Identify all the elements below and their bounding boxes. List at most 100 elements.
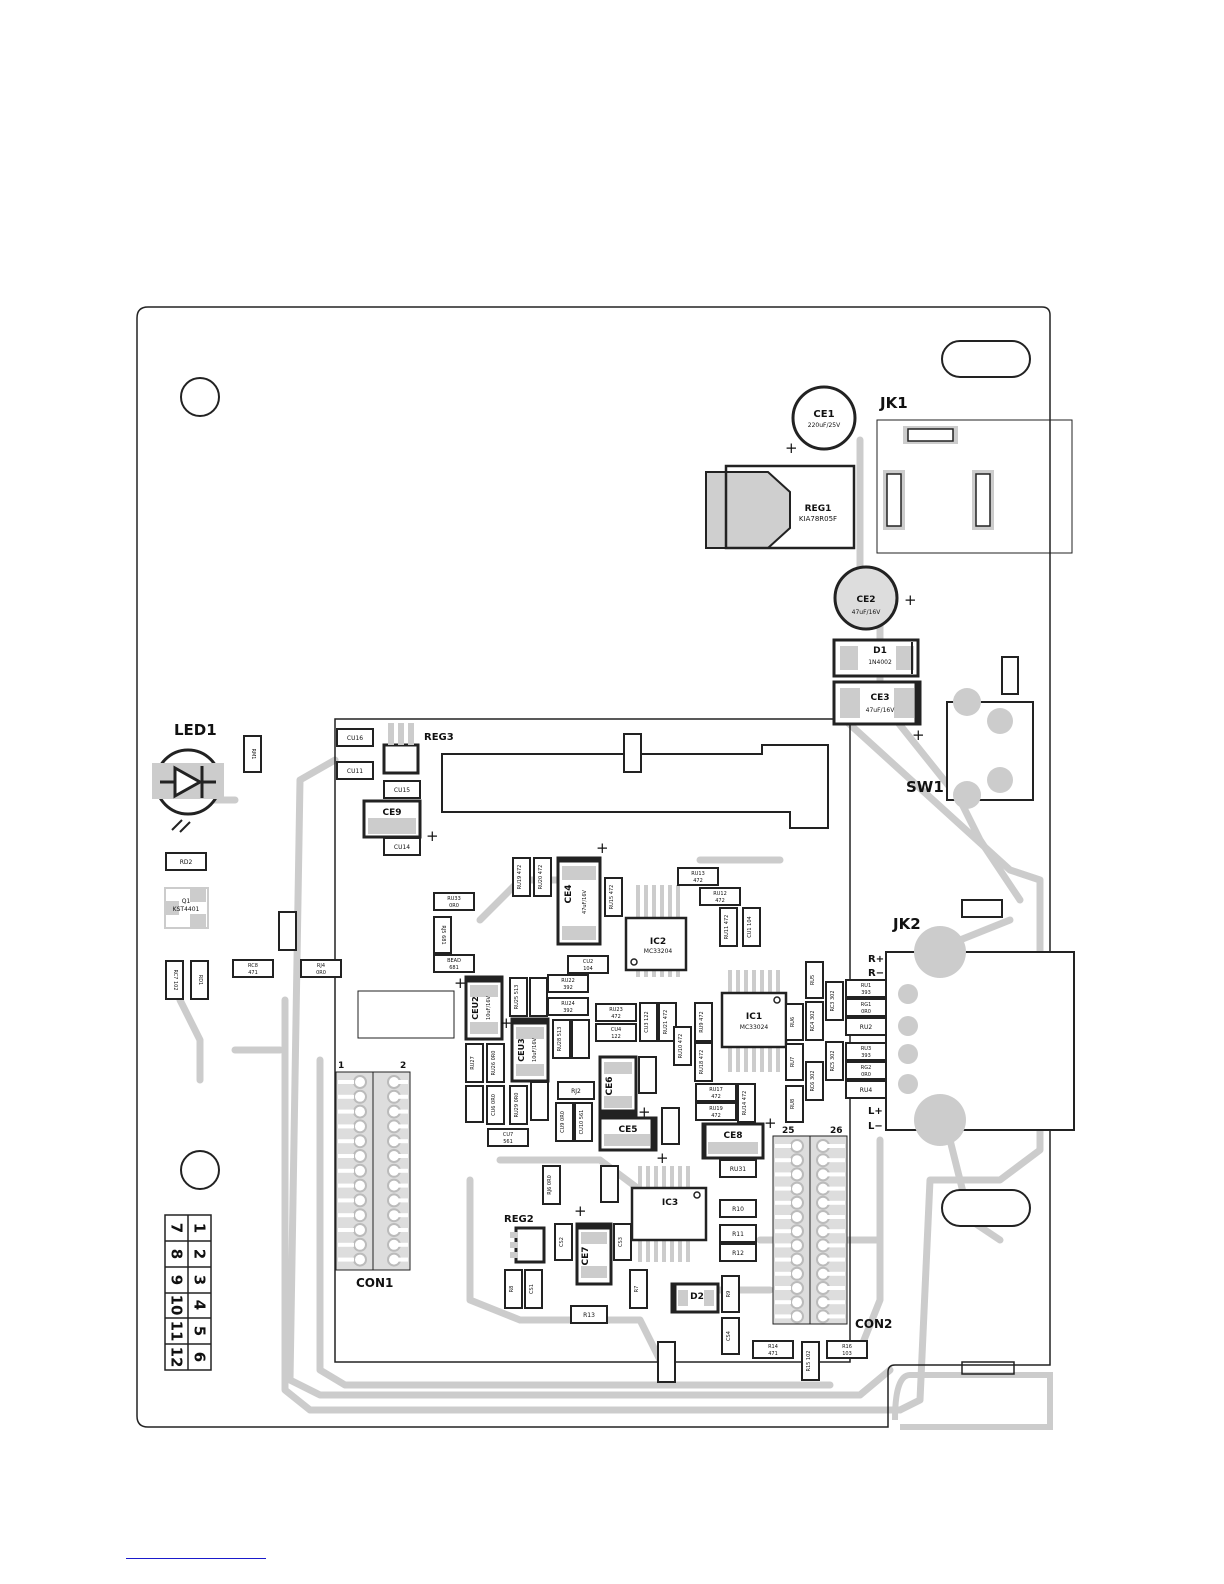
reg2-label: REG2 <box>504 1214 534 1225</box>
rm4-resistor <box>961 899 1003 918</box>
ru9-vertical: RU9 472 <box>694 1002 713 1042</box>
con2-pin-trace <box>775 1286 791 1290</box>
con1-pin1-label: 1 <box>338 1061 344 1071</box>
svg-text:R15 102: R15 102 <box>806 1351 812 1372</box>
con2-pin-trace <box>775 1300 791 1305</box>
svg-text:392: 392 <box>563 1008 573 1014</box>
mounting-holes <box>180 340 1031 1227</box>
svg-text:IC1: IC1 <box>746 1012 762 1022</box>
svg-text:5: 5 <box>191 1326 209 1336</box>
ru10-vertical: RU10 472 <box>673 1026 692 1066</box>
svg-text:CU11: CU11 <box>347 768 363 775</box>
con1-pin <box>353 1252 367 1267</box>
cu8-capacitor <box>571 1019 590 1059</box>
svg-text:R11: R11 <box>732 1231 744 1238</box>
cs4-capacitor: CS3 <box>613 1223 632 1261</box>
rc8-resistor: RC8 471 <box>232 959 274 978</box>
svg-text:RG1: RG1 <box>861 1002 872 1008</box>
ru22-resistor: RU22 392 <box>547 974 589 993</box>
cu7-capacitor: CU7 561 <box>487 1128 529 1147</box>
svg-text:RU29 0R0: RU29 0R0 <box>514 1093 520 1118</box>
cs3-capacitor: CS2 <box>554 1223 573 1261</box>
svg-text:CE9: CE9 <box>382 808 401 818</box>
cu12-capacitor <box>661 1107 680 1145</box>
con2-pin-trace <box>775 1229 791 1234</box>
svg-text:RC8: RC8 <box>248 963 258 969</box>
svg-text:R14: R14 <box>768 1344 778 1350</box>
con1-pin-trace <box>398 1109 408 1114</box>
svg-text:220uF/25V: 220uF/25V <box>808 422 841 429</box>
jk2-pin-labels: R+ R− L+ L− <box>868 954 884 1132</box>
con2-connector <box>772 1135 848 1325</box>
con1-label: CON1 <box>356 1276 393 1290</box>
svg-text:Q1: Q1 <box>182 898 191 905</box>
ic2-chip: IC2 MC33204 <box>624 885 688 977</box>
con2-pin-trace <box>775 1257 791 1262</box>
svg-text:4: 4 <box>191 1300 209 1310</box>
svg-text:RC3 302: RC3 302 <box>830 990 836 1011</box>
svg-text:10uF/16V: 10uF/16V <box>532 1037 538 1061</box>
con2-pin-trace <box>827 1144 845 1148</box>
cu16-capacitor: CU16 <box>336 728 374 747</box>
svg-text:+: + <box>454 974 467 992</box>
svg-text:CS4: CS4 <box>726 1331 732 1341</box>
svg-text:+: + <box>785 439 798 457</box>
svg-text:472: 472 <box>611 1014 621 1020</box>
rm1-resistor: RM1 <box>243 735 262 773</box>
con2-pin-trace <box>827 1271 845 1276</box>
svg-text:CS1: CS1 <box>529 1284 535 1294</box>
ru4-resistor: RU4 <box>845 1080 887 1099</box>
con2-pin26-label: 26 <box>830 1126 843 1136</box>
con1-pin <box>353 1178 367 1193</box>
svg-text:CE2: CE2 <box>856 595 875 605</box>
svg-text:R12: R12 <box>732 1250 744 1257</box>
con1-pin-trace <box>398 1154 408 1158</box>
con1-pin-trace <box>338 1109 354 1114</box>
svg-text:47uF/16V: 47uF/16V <box>582 889 588 913</box>
con1-pin-trace <box>398 1094 408 1099</box>
ce1-capacitor: CE1 220uF/25V + <box>785 385 857 457</box>
svg-text:RJ2: RJ2 <box>571 1088 581 1095</box>
svg-text:+: + <box>596 839 609 857</box>
con2-pin-trace <box>775 1271 791 1276</box>
svg-text:CU15: CU15 <box>394 787 410 794</box>
svg-text:CE3: CE3 <box>870 693 889 703</box>
con2-pin-trace <box>827 1172 845 1177</box>
svg-text:RU19 472: RU19 472 <box>517 865 523 890</box>
con1-pin <box>353 1237 367 1252</box>
svg-text:RG2: RG2 <box>861 1065 872 1071</box>
ru28-vertical: RU28 513 <box>552 1019 571 1059</box>
d1-diode: D1 1N4002 <box>832 638 920 678</box>
cu4-capacitor: CU4 122 <box>595 1023 637 1042</box>
svg-text:47uF/16V: 47uF/16V <box>866 707 896 714</box>
con2-pin <box>790 1281 804 1295</box>
svg-text:RU6: RU6 <box>790 1017 796 1027</box>
svg-text:RU14 472: RU14 472 <box>742 1091 748 1116</box>
ce3-capacitor: CE3 47uF/16V + <box>832 680 925 744</box>
svg-text:RU31: RU31 <box>730 1166 746 1173</box>
d2-diode: D2 <box>670 1282 720 1314</box>
ru8-resistor: RU8 <box>785 1085 804 1123</box>
svg-text:RU27: RU27 <box>470 1056 476 1070</box>
ru17-resistor: RU17 472 <box>695 1083 737 1102</box>
rm2-resistor <box>623 733 642 773</box>
svg-text:RU26 0R0: RU26 0R0 <box>491 1051 497 1076</box>
svg-text:472: 472 <box>693 878 703 884</box>
con1-pin-trace <box>338 1094 354 1099</box>
cu2-capacitor: CU2 104 <box>567 955 609 974</box>
inner-board-outline <box>334 718 851 1363</box>
con2-pin <box>790 1167 804 1182</box>
svg-text:0R0: 0R0 <box>449 903 459 909</box>
rj2-resistor: RJ2 <box>557 1081 595 1100</box>
con1-pin-trace <box>338 1213 354 1218</box>
svg-text:RU4: RU4 <box>860 1087 873 1094</box>
ru18-vertical: RU18 472 <box>694 1042 713 1082</box>
ru25-vertical: RU25 513 <box>509 977 528 1017</box>
con1-pin <box>353 1163 367 1178</box>
ce7-capacitor: CE7 + <box>574 1202 613 1286</box>
svg-text:IC3: IC3 <box>662 1198 678 1208</box>
ru19-resistor: RU19 472 <box>695 1102 737 1121</box>
svg-text:R7: R7 <box>634 1286 640 1293</box>
con2-pin <box>790 1210 804 1224</box>
con2-pin-trace <box>827 1243 845 1248</box>
